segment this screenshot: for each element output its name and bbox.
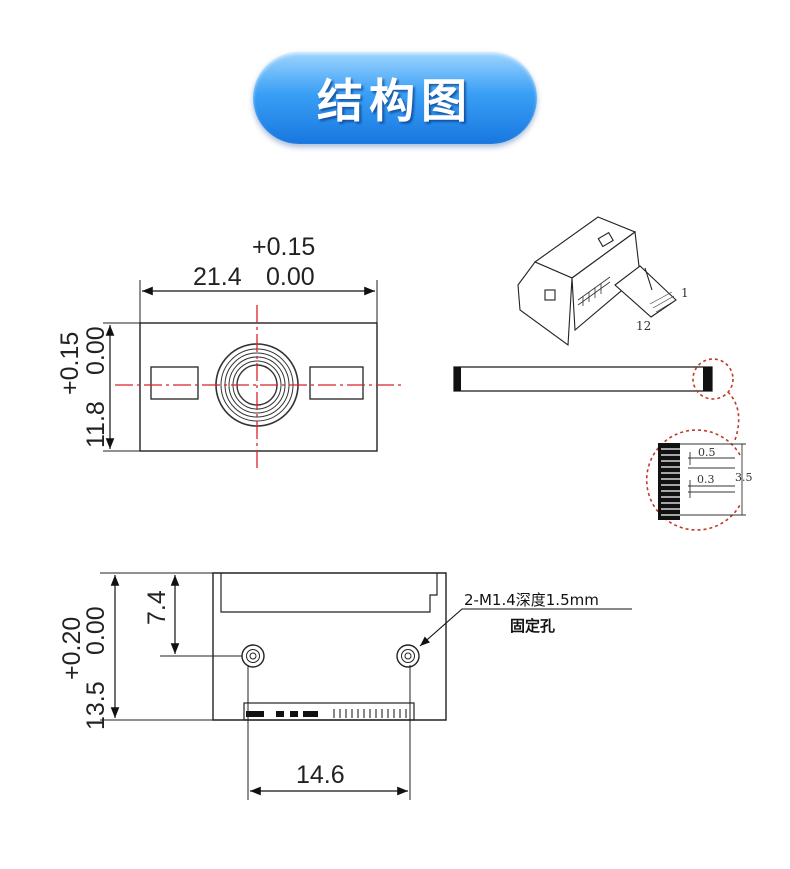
flex-contacts-right — [703, 367, 712, 391]
top-view: +0.15 21.4 0.00 +0.15 0.00 11.8 — [56, 233, 402, 472]
iso-view — [517, 216, 677, 347]
bottom-connector — [243, 702, 415, 721]
pitch-dim: 0.5 — [698, 446, 716, 459]
flex-stiffener-left — [454, 367, 461, 391]
iso-mount-hole-top — [597, 231, 614, 248]
flex-cable-side — [453, 358, 740, 441]
width-tol-upper: +0.15 — [252, 233, 315, 261]
hole-offset-value: 7.4 — [143, 590, 171, 625]
flex-cable-body — [453, 366, 713, 392]
bottom-height-tol-lower: 0.00 — [82, 606, 110, 655]
hole-spacing-value: 14.6 — [296, 761, 345, 789]
page-title: 结构图 — [317, 74, 473, 128]
hole-note-leader — [419, 608, 632, 647]
width-tol-lower: 0.00 — [266, 263, 315, 291]
hole-note-line1: 2-M1.4深度1.5mm — [464, 591, 599, 609]
module-outline — [139, 322, 378, 452]
hole-note-line2: 固定孔 — [510, 617, 555, 635]
width-value: 21.4 — [193, 263, 242, 291]
bottom-view: +0.20 0.00 13.5 7.4 14.6 2-M1.4深度1.5mm 固… — [58, 572, 632, 800]
bottom-step — [220, 573, 438, 613]
height-tol-lower: 0.00 — [82, 326, 110, 375]
mount-hole-left — [241, 644, 265, 668]
height-value: 11.8 — [82, 401, 110, 448]
iso-front-face — [517, 261, 573, 347]
contact-length-dim: 3.5 — [735, 471, 753, 484]
height-tol-upper: +0.15 — [56, 332, 84, 395]
detail-leader — [727, 391, 740, 441]
pin-1-label: 1 — [681, 286, 689, 300]
left-window — [150, 366, 199, 400]
bottom-height-value: 13.5 — [82, 681, 110, 730]
detail-callout-circle — [692, 358, 734, 400]
center-lines — [115, 305, 402, 472]
pin-width-dim: 0.3 — [697, 473, 715, 486]
bottom-outline — [212, 572, 447, 721]
title-banner: 结构图 — [253, 52, 537, 144]
connector-detail: 0.5 0.3 3.5 — [645, 429, 753, 531]
mount-hole-right — [396, 644, 420, 668]
right-window — [309, 366, 364, 400]
bottom-height-tol-upper: +0.20 — [58, 617, 86, 680]
iso-mount-hole-front — [544, 289, 556, 301]
pin-12-label: 12 — [636, 319, 651, 333]
